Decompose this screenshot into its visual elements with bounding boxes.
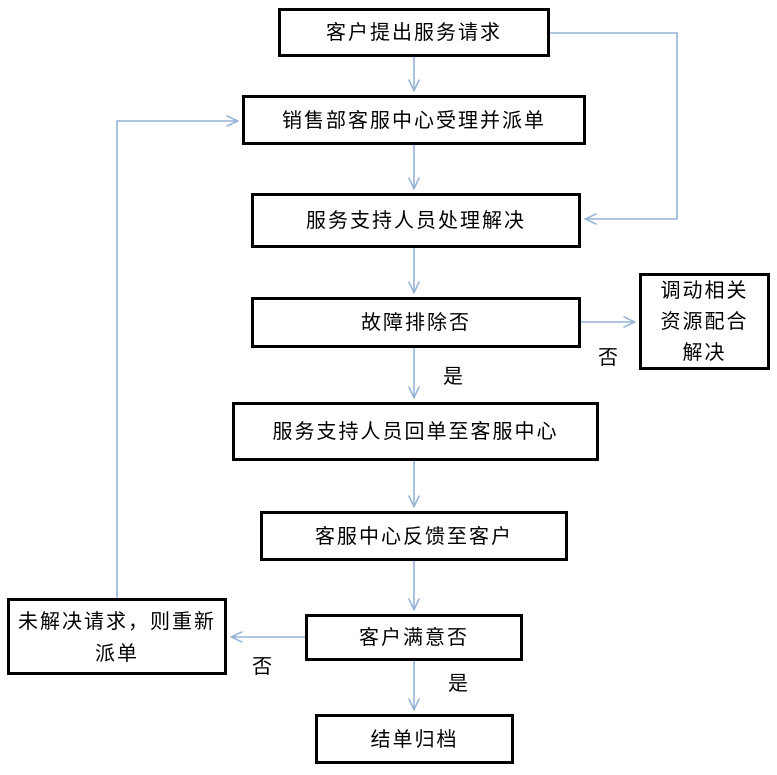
edge-label-fault-no: 否 bbox=[598, 345, 619, 369]
edge-redispatch-to-dispatch bbox=[116, 121, 237, 598]
edge-label-satisfy-yes: 是 bbox=[448, 671, 469, 695]
node-label: 销售部客服中心受理并派单 bbox=[282, 107, 546, 132]
node-label-line: 未解决请求，则重新 bbox=[18, 608, 216, 633]
node-customer-request: 客户提出服务请求 bbox=[278, 8, 550, 57]
node-label-line: 解决 bbox=[682, 340, 727, 364]
node-center-feedback-customer: 客服中心反馈至客户 bbox=[260, 511, 568, 561]
node-close-and-archive: 结单归档 bbox=[315, 714, 514, 764]
node-customer-satisfied-decision: 客户满意否 bbox=[305, 614, 523, 661]
node-label-line: 资源配合 bbox=[660, 309, 749, 333]
edge-label-fault-yes: 是 bbox=[443, 364, 464, 388]
node-label: 结单归档 bbox=[370, 726, 459, 751]
node-return-order-to-center: 服务支持人员回单至客服中心 bbox=[232, 402, 599, 461]
node-service-center-dispatch: 销售部客服中心受理并派单 bbox=[242, 95, 586, 145]
node-label: 客服中心反馈至客户 bbox=[315, 523, 513, 548]
node-mobilize-resources: 调动相关 资源配合 解决 bbox=[639, 273, 770, 370]
node-label-line: 派单 bbox=[95, 640, 139, 665]
node-label: 故障排除否 bbox=[361, 310, 471, 334]
node-support-staff-handle: 服务支持人员处理解决 bbox=[251, 193, 581, 248]
node-label: 客户满意否 bbox=[359, 625, 469, 649]
node-label-line: 调动相关 bbox=[660, 278, 749, 302]
node-unresolved-redispatch: 未解决请求，则重新 派单 bbox=[7, 598, 227, 675]
node-fault-cleared-decision: 故障排除否 bbox=[251, 297, 581, 348]
node-label: 客户提出服务请求 bbox=[326, 20, 502, 44]
node-label: 服务支持人员回单至客服中心 bbox=[272, 419, 559, 443]
edge-label-satisfy-no: 否 bbox=[252, 654, 273, 678]
node-label: 服务支持人员处理解决 bbox=[306, 208, 526, 232]
